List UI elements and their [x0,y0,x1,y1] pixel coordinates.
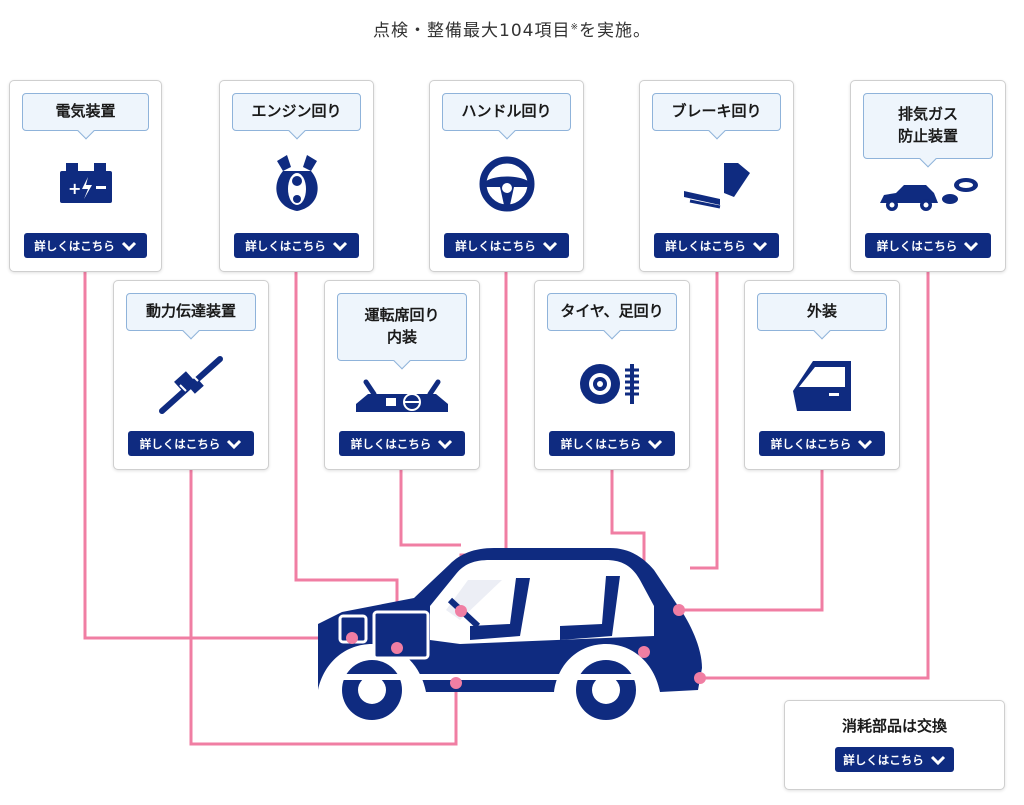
interior-details-button[interactable]: 詳しくはこちら [339,431,465,456]
brake-pedal-icon [640,151,793,217]
card-exhaust: 排気ガス 防止装置 詳しくはこちら [850,80,1006,272]
car-cutaway-icon [318,548,706,720]
steering-wheel-icon [430,151,583,217]
chevron-down-icon [226,438,242,450]
headline: 点検・整備最大104項目※を実施。 [0,16,1024,41]
car-exhaust-icon [851,169,1005,221]
battery-icon: + [10,153,161,213]
label-electrical: 電気装置 [22,93,149,131]
svg-text:+: + [68,179,81,198]
steering-details-button[interactable]: 詳しくはこちら [444,233,569,258]
tires-details-button[interactable]: 詳しくはこちら [549,431,675,456]
line-exhaust [700,272,930,680]
consumables-title: 消耗部品は交換 [841,717,947,735]
label-steering: ハンドル回り [442,93,571,131]
tire-suspension-icon [535,351,689,417]
dashboard-icon [325,373,479,419]
button-label: 詳しくはこちら [34,238,115,253]
line-interior [399,470,461,547]
card-exterior: 外装 詳しくはこちら [744,280,900,470]
label-engine: エンジン回り [232,93,361,131]
card-brake: ブレーキ回り 詳しくはこちら [639,80,794,272]
card-steering: ハンドル回り 詳しくはこちら [429,80,584,272]
chevron-down-icon [752,240,768,252]
exterior-details-button[interactable]: 詳しくはこちら [759,431,885,456]
label-tires: タイヤ、足回り [547,293,677,331]
electrical-details-button[interactable]: 詳しくはこちら [24,233,147,258]
headline-suffix: を実施。 [579,21,651,41]
engine-icon [220,147,373,219]
button-label: 詳しくはこちら [350,436,432,451]
drivetrain-details-button[interactable]: 詳しくはこちら [128,431,254,456]
label-interior: 運転席回り 内装 [337,293,467,361]
button-label: 詳しくはこちら [770,436,852,451]
chevron-down-icon [332,240,348,252]
exhaust-details-button[interactable]: 詳しくはこちら [865,233,991,258]
chevron-down-icon [437,438,453,450]
label-brake: ブレーキ回り [652,93,781,131]
card-consumables: 消耗部品は交換 詳しくはこちら [784,700,1005,790]
headline-text: 点検・整備最大104項目 [373,21,571,41]
line-exterior [679,470,824,612]
button-label: 詳しくはこちら [665,238,746,253]
button-label: 詳しくはこちら [560,436,642,451]
card-interior: 運転席回り 内装 詳しくはこちら [324,280,480,470]
label-exterior: 外装 [757,293,887,331]
chevron-down-icon [121,240,137,252]
chevron-down-icon [647,438,663,450]
line-brake [690,272,719,570]
label-drivetrain: 動力伝達装置 [126,293,256,331]
car-door-icon [745,351,899,419]
brake-details-button[interactable]: 詳しくはこちら [654,233,779,258]
card-engine: エンジン回り 詳しくはこちら [219,80,374,272]
chevron-down-icon [963,240,979,252]
line-drivetrain [189,470,458,746]
chevron-down-icon [930,754,946,766]
chevron-down-icon [542,240,558,252]
button-label: 詳しくはこちら [139,436,221,451]
engine-details-button[interactable]: 詳しくはこちら [234,233,359,258]
drive-shaft-icon [114,347,268,421]
card-drivetrain: 動力伝達装置 詳しくはこちら [113,280,269,470]
button-label: 詳しくはこちら [245,238,326,253]
line-electrical [83,272,352,640]
card-electrical: 電気装置 + 詳しくはこちら [9,80,162,272]
consumables-details-button[interactable]: 詳しくはこちら [835,747,954,772]
headline-footnote-mark: ※ [570,22,579,33]
button-label: 詳しくはこちら [455,238,536,253]
label-exhaust: 排気ガス 防止装置 [863,93,993,159]
button-label: 詳しくはこちら [843,752,924,767]
chevron-down-icon [857,438,873,450]
card-tires: タイヤ、足回り 詳しくはこちら [534,280,690,470]
button-label: 詳しくはこちら [876,238,958,253]
